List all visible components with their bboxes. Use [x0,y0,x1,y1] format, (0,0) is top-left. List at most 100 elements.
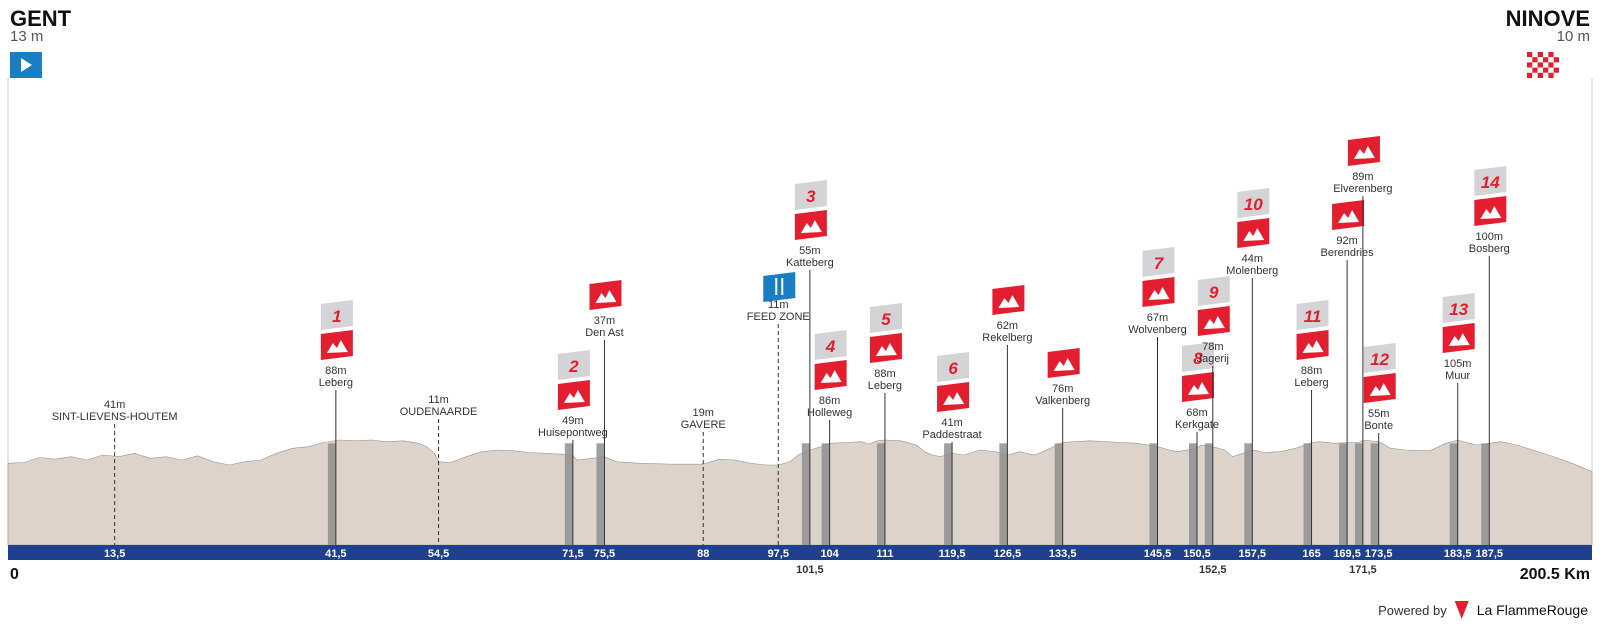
climb-altitude: 44m [1242,253,1263,265]
mountain-flag-icon [1181,372,1214,402]
climb-number: 10 [1244,195,1263,214]
climb-shade [876,443,885,545]
climb-altitude: 76m [1052,383,1073,395]
climb-name: Paddestraat [922,429,981,441]
mountain-flag-icon [1237,218,1270,248]
km-label: 133,5 [1049,548,1077,560]
place-name: SINT-LIEVENS-HOUTEM [52,411,178,423]
climb-name: Bosberg [1469,243,1510,255]
km-label: 104 [820,548,839,560]
climb-name: Wolvenberg [1128,324,1187,336]
start-altitude: 13 m [10,28,44,45]
km-label: 41,5 [325,548,346,560]
km-label: 183,5 [1444,548,1472,560]
climb-number: 3 [806,187,816,206]
km-label: 119,5 [939,548,966,560]
mountain-flag-icon [1474,196,1507,226]
climb-name: Leberg [868,380,902,392]
climb-shade [1188,443,1197,545]
climb-shade [1354,443,1363,545]
km-label-below: 152,5 [1199,564,1227,576]
climb-number-tag: 7 [1142,247,1175,277]
start-flag-icon [10,52,42,78]
climb-name: Muur [1445,370,1470,382]
climb-altitude: 92m [1336,235,1357,247]
start-city-name: GENT [10,6,72,31]
mountain-flag-icon [1197,306,1230,336]
climb-number-tag: 11 [1296,300,1329,330]
climb-number: 5 [881,310,891,329]
climb-altitude: 62m [997,320,1018,332]
climb-shade [1244,443,1253,545]
climb-altitude: 88m [325,365,346,377]
mountain-flag-icon [1332,200,1365,230]
climb-number: 7 [1154,254,1165,273]
km-label: 165 [1302,548,1320,560]
km-label: 71,5 [562,548,583,560]
place-name: OUDENAARDE [400,406,478,418]
km-label-below: 171,5 [1349,564,1377,576]
climb-number-tag: 12 [1363,343,1396,373]
climb-number-tag: 4 [814,330,847,360]
climb-shade [1054,443,1063,545]
finish-flag-icon [1527,52,1559,78]
climb-shade [999,443,1008,545]
finish-altitude: 10 m [1556,28,1590,45]
climb-altitude: 88m [874,368,895,380]
climb-altitude: 49m [562,415,583,427]
distance-bar [8,545,1592,560]
climb-altitude: 100m [1476,231,1504,243]
climb-name: Berendries [1320,247,1374,259]
climb-altitude: 105m [1444,358,1472,370]
climb-shade [1370,443,1379,545]
km-label: 173,5 [1365,548,1393,560]
climb-shade [596,443,605,545]
km-label: 150,5 [1183,548,1211,560]
mountain-flag-icon [1047,348,1080,378]
km-label: 126,5 [994,548,1022,560]
climb-shade [821,443,830,545]
km-label: 157,5 [1239,548,1267,560]
climb-name: Huisepontweg [538,427,608,439]
climb-name: Katteberg [786,257,834,269]
climb-number-tag: 9 [1197,276,1230,306]
climb-number-tag: 8 [1181,342,1214,372]
climb-number: 14 [1481,173,1500,192]
km-label: 88 [697,548,709,560]
climb-name: Jagerij [1197,353,1229,365]
place-name: FEED ZONE [747,311,810,323]
flame-rouge-logo-icon [1454,601,1469,619]
mountain-flag-icon [794,210,827,240]
place-name: GAVERE [681,419,726,431]
climb-name: Kerkgate [1175,419,1219,431]
mountain-flag-icon [589,280,622,310]
climb-shade [1481,443,1490,545]
km-label: 187,5 [1476,548,1504,560]
climb-number: 9 [1209,283,1219,302]
place-altitude: 11m [768,299,789,311]
climb-name: Leberg [319,377,353,389]
climb-number: 13 [1449,300,1468,319]
terrain-area [7,439,1593,546]
climb-number-tag: 13 [1442,293,1475,323]
climb-name: Holleweg [807,407,852,419]
mountain-flag-icon [869,333,902,363]
climb-number: 6 [948,359,958,378]
mountain-flag-icon [992,285,1025,315]
